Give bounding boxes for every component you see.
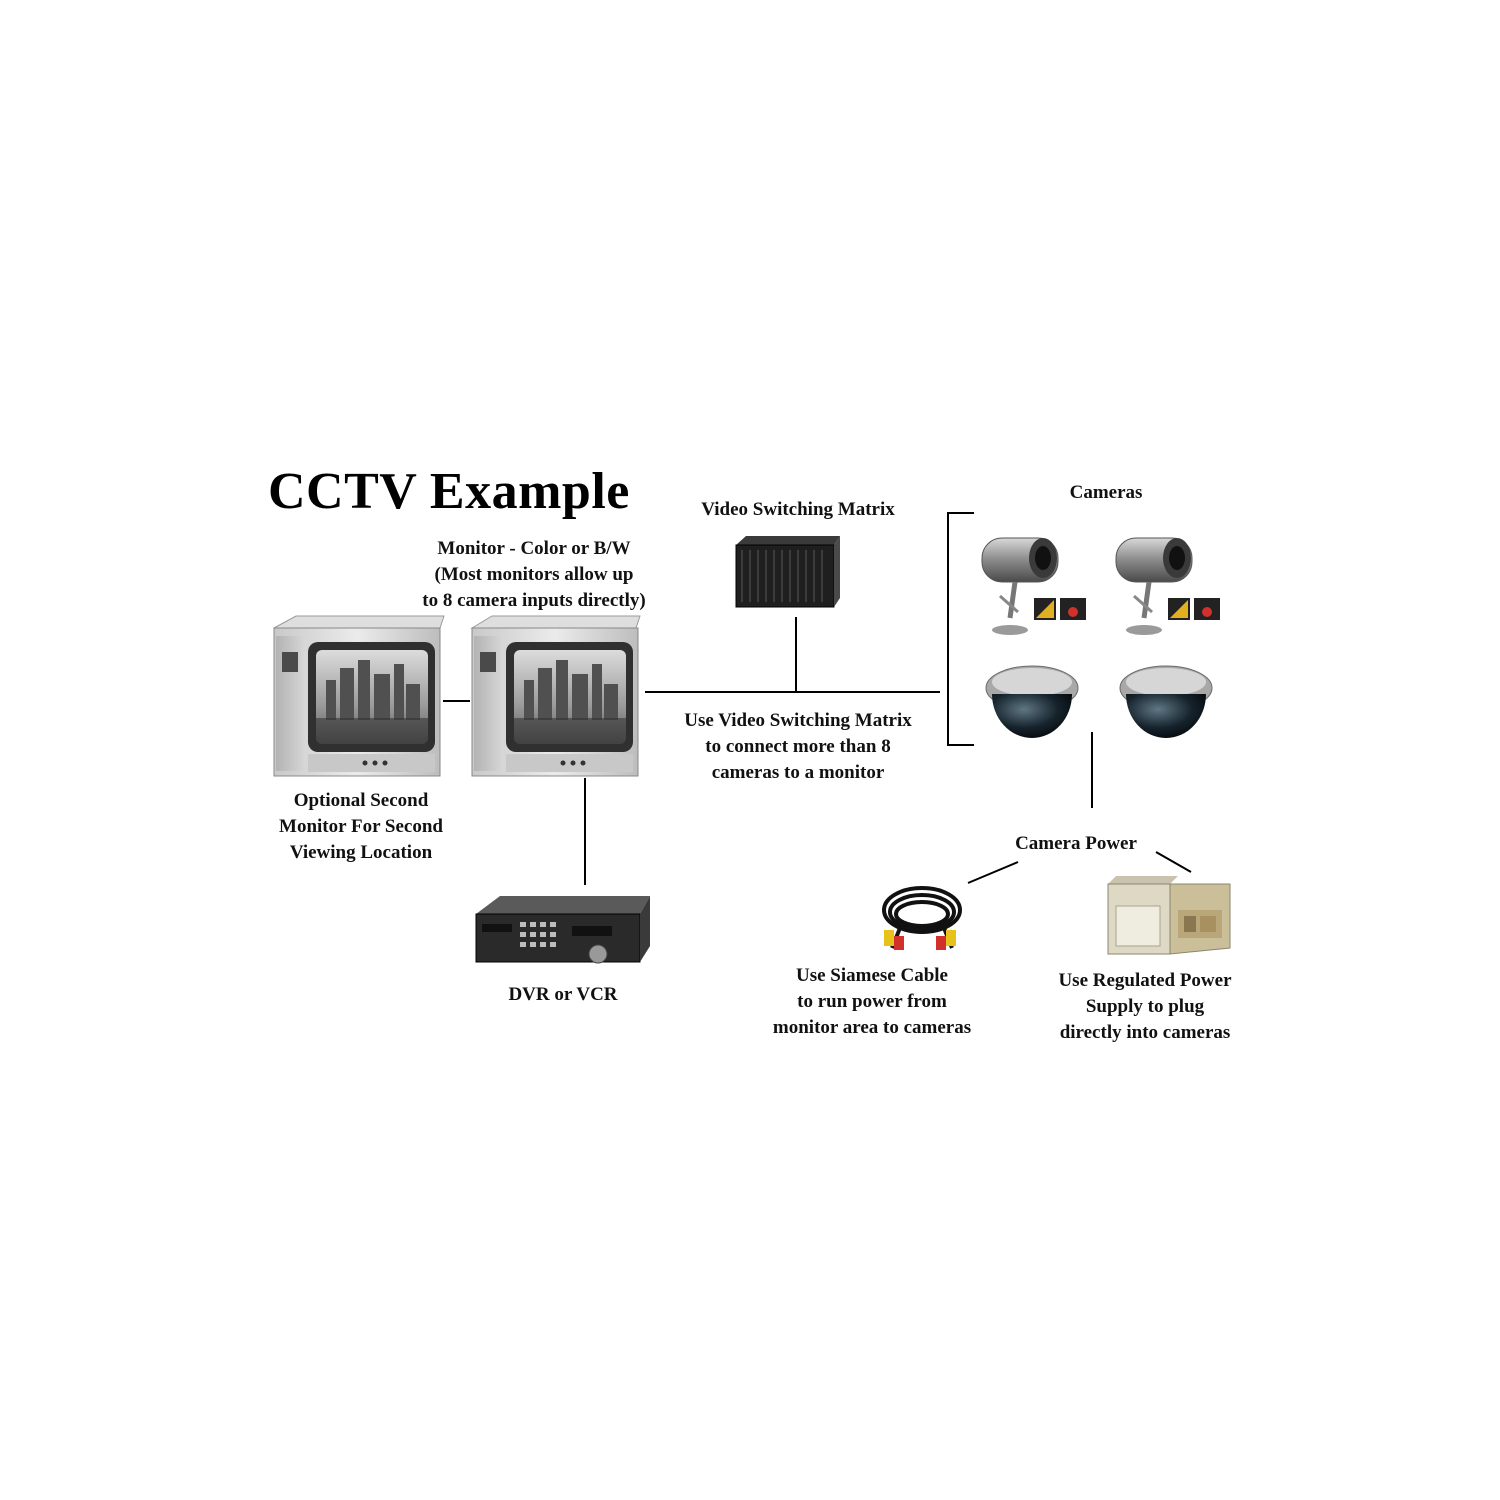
- regulated-line: [1155, 851, 1192, 873]
- monitor-line-3: to 8 camera inputs directly): [422, 590, 646, 611]
- bullet-camera-left-icon: [981, 537, 1086, 635]
- dvr-image: [475, 896, 650, 964]
- bullet-camera-right-icon: [1115, 537, 1220, 635]
- video-matrix-label: Video Switching Matrix: [686, 497, 910, 523]
- siamese-line-3: monitor area to cameras: [772, 1017, 972, 1038]
- second-monitor-label: Optional Second Monitor For Second Viewi…: [258, 788, 464, 866]
- dvr-text: DVR or VCR: [508, 984, 618, 1005]
- use-matrix-line-2: to connect more than 8: [705, 736, 891, 757]
- camera-bracket: [947, 512, 974, 746]
- dome-camera-right-icon: [1119, 665, 1213, 738]
- cameras-label: Cameras: [1058, 480, 1154, 506]
- siamese-label: Use Siamese Cable to run power from moni…: [750, 963, 994, 1041]
- monitor-line-2: (Most monitors allow up: [434, 564, 634, 585]
- dome-camera-left-icon: [985, 665, 1079, 738]
- siamese-line-1: Use Siamese Cable: [796, 965, 948, 986]
- siamese-line: [967, 861, 1019, 884]
- second-monitor-line-1: Optional Second: [293, 790, 429, 811]
- second-monitor-line-3: Viewing Location: [289, 842, 433, 863]
- regulated-line-3: directly into cameras: [1059, 1022, 1231, 1043]
- monitor-label: Monitor - Color or B/W (Most monitors al…: [398, 536, 670, 614]
- main-monitor-image: [470, 615, 641, 777]
- second-monitor-line-2: Monitor For Second: [279, 816, 443, 837]
- cable-connectors-icon: [884, 930, 956, 950]
- video-matrix-image: [735, 536, 840, 608]
- monitor-line-1: Monitor - Color or B/W: [437, 538, 631, 559]
- regulated-line-2: Supply to plug: [1085, 996, 1205, 1017]
- power-supply-icon: [1107, 876, 1231, 955]
- diagram-title: CCTV Example: [268, 463, 630, 520]
- siamese-line-2: to run power from: [797, 991, 947, 1012]
- second-monitor-image: [273, 615, 445, 777]
- use-matrix-line-1: Use Video Switching Matrix: [684, 710, 912, 731]
- regulated-label: Use Regulated Power Supply to plug direc…: [1034, 968, 1256, 1046]
- connection-lines: [443, 512, 1192, 885]
- camera-power-text: Camera Power: [1015, 833, 1137, 854]
- video-matrix-text: Video Switching Matrix: [701, 499, 895, 520]
- use-matrix-label: Use Video Switching Matrix to connect mo…: [660, 708, 936, 786]
- regulated-line-1: Use Regulated Power: [1058, 970, 1232, 991]
- cameras-text: Cameras: [1069, 482, 1143, 503]
- use-matrix-line-3: cameras to a monitor: [711, 762, 885, 783]
- camera-power-label: Camera Power: [1000, 831, 1152, 857]
- dvr-label: DVR or VCR: [490, 982, 636, 1008]
